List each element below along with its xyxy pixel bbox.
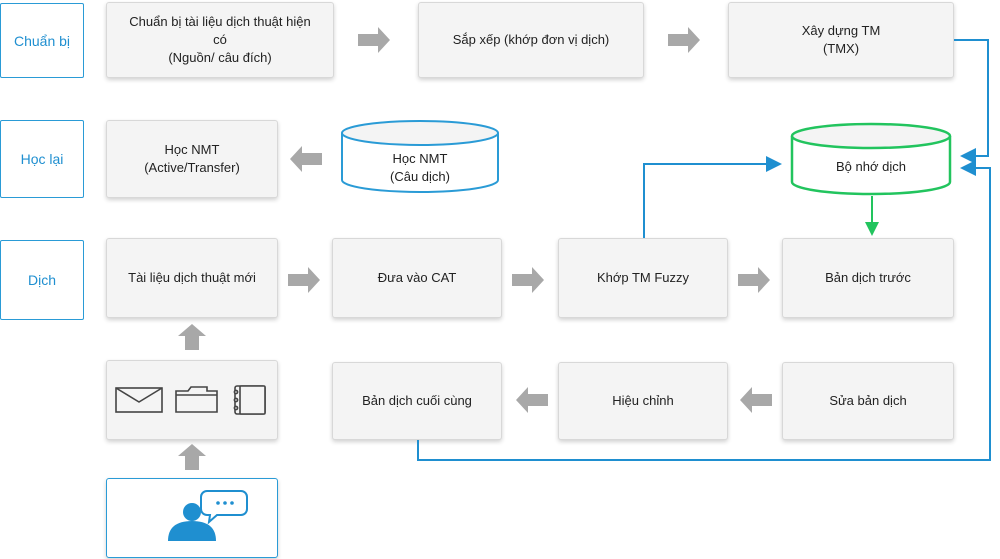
- link-final-to-tmdb: [417, 160, 991, 461]
- arrow-newdoc-to-cat: [288, 267, 320, 293]
- arrow-edit-to-review: [740, 387, 772, 413]
- node-align: Sắp xếp (khớp đơn vị dịch): [418, 2, 644, 78]
- node-edit: Sửa bản dịch: [782, 362, 954, 440]
- user-chat-icon: [168, 490, 248, 541]
- node-pre-translation: Bản dịch trước: [782, 238, 954, 318]
- nmt-database: [341, 120, 499, 193]
- tm-database-label: Bộ nhớ dịch: [836, 159, 906, 174]
- arrow-align-to-buildtm: [668, 27, 700, 53]
- node-align-label: Sắp xếp (khớp đơn vị dịch): [452, 32, 610, 47]
- node-final-label: Bản dịch cuối cùng: [362, 393, 472, 408]
- link-buildtm-to-tmdb: [954, 39, 989, 164]
- node-into-cat: Đưa vào CAT: [332, 238, 502, 318]
- row-label-relearn: Học lại: [0, 120, 84, 198]
- node-fuzzy-label: Khớp TM Fuzzy: [596, 270, 690, 285]
- arrow-prepare-to-align: [358, 27, 390, 53]
- node-prepare-docs: Chuẩn bị tài liệu dịch thuật hiện có (Ng…: [106, 2, 334, 78]
- node-prepare-docs-label: Chuẩn bị tài liệu dịch thuật hiện có (Ng…: [129, 14, 311, 65]
- row-label-prepare: Chuẩn bị: [0, 3, 84, 78]
- envelope-icon: [115, 387, 163, 413]
- arrow-icons-to-newdoc: [178, 324, 206, 350]
- link-fuzzy-to-tmdb: [643, 156, 782, 238]
- node-fuzzy: Khớp TM Fuzzy: [558, 238, 728, 318]
- folder-icon: [175, 386, 218, 413]
- node-review-label: Hiệu chỉnh: [612, 393, 674, 408]
- node-learn-nmt: Học NMT (Active/Transfer): [106, 120, 278, 198]
- node-final: Bản dịch cuối cùng: [332, 362, 502, 440]
- arrow-review-to-final: [516, 387, 548, 413]
- node-pre-translation-label: Bản dịch trước: [825, 270, 911, 285]
- row-label-translate: Dịch: [0, 240, 84, 320]
- notebook-icon: [233, 385, 266, 415]
- node-review: Hiệu chỉnh: [558, 362, 728, 440]
- node-into-cat-label: Đưa vào CAT: [377, 270, 457, 285]
- arrow-nmtdb-to-learn: [290, 146, 322, 172]
- node-build-tm: Xây dựng TM (TMX): [728, 2, 954, 78]
- node-build-tm-label: Xây dựng TM (TMX): [801, 23, 881, 56]
- node-edit-label: Sửa bản dịch: [829, 393, 907, 408]
- node-new-doc: Tài liệu dịch thuật mới: [106, 238, 278, 318]
- nmt-database-label: Học NMT (Câu dịch): [390, 151, 450, 184]
- node-new-doc-label: Tài liệu dịch thuật mới: [128, 270, 256, 285]
- arrow-cat-to-fuzzy: [512, 267, 544, 293]
- arrow-fuzzy-to-pretranslation: [738, 267, 770, 293]
- node-learn-nmt-label: Học NMT (Active/Transfer): [144, 142, 240, 175]
- arrow-user-to-icons: [178, 444, 206, 470]
- tm-database: [790, 122, 952, 196]
